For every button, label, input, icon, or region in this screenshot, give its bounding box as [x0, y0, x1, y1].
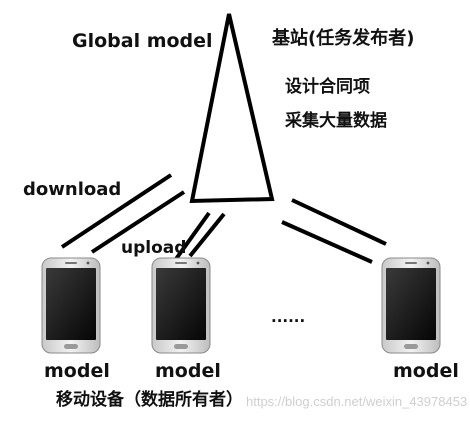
- upload-label: upload: [121, 238, 187, 258]
- connection-line: [281, 220, 373, 264]
- device-model-label: model: [393, 360, 459, 382]
- download-line: [60, 173, 173, 249]
- global-model-label: Global model: [72, 30, 213, 52]
- download-label: download: [23, 179, 122, 200]
- device-model-label: model: [155, 360, 221, 382]
- smartphone-icon: [381, 257, 441, 354]
- design-contract-label: 设计合同项: [285, 77, 370, 97]
- mobile-devices-label: 移动设备（数据所有者）: [56, 390, 243, 410]
- upload-line: [188, 212, 226, 258]
- collect-data-label: 采集大量数据: [285, 111, 387, 131]
- base-station-label: 基站(任务发布者): [272, 28, 415, 49]
- ellipsis-label: ......: [271, 308, 306, 326]
- device-model-label: model: [44, 360, 110, 382]
- upload-line: [174, 211, 211, 261]
- base-station-tower-icon: [189, 13, 275, 204]
- smartphone-icon: [41, 257, 101, 354]
- download-line: [90, 190, 186, 254]
- smartphone-icon: [151, 257, 211, 354]
- watermark-text: https://blog.csdn.net/weixin_43978453: [246, 394, 468, 409]
- connection-line: [291, 198, 387, 246]
